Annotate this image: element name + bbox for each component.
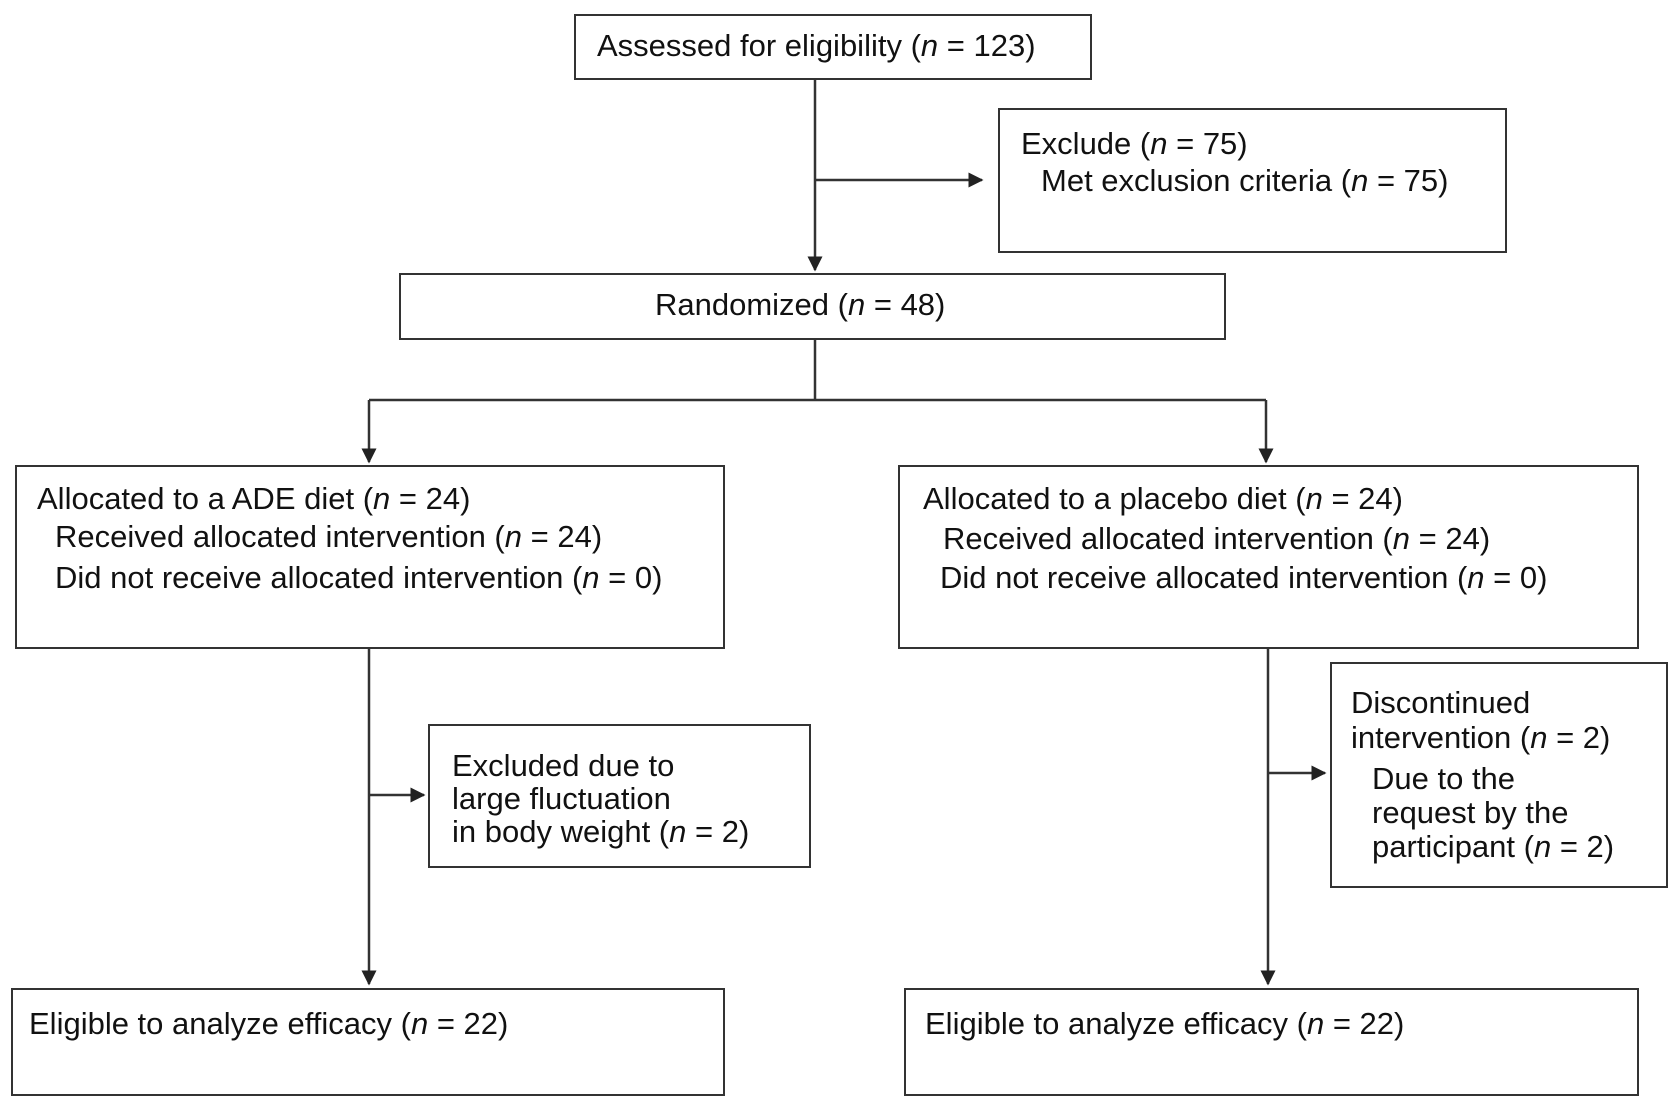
placebo-discontinued-line4: request by the — [1372, 795, 1569, 830]
ade-excluded-line2: large fluctuation — [452, 781, 671, 816]
placebo-discontinued-line2: intervention (n = 2) — [1351, 720, 1611, 755]
ade-excluded-line1: Excluded due to — [452, 748, 675, 783]
assessed-label: Assessed for eligibility (n = 123) — [597, 28, 1036, 63]
placebo-eligible-box — [904, 988, 1639, 1096]
placebo-discontinued-line1: Discontinued — [1351, 685, 1531, 720]
randomized-label: Randomized (n = 48) — [655, 287, 946, 322]
placebo-discontinued-line5: participant (n = 2) — [1372, 829, 1615, 864]
exclude-title: Exclude (n = 75) — [1021, 126, 1248, 161]
ade-received-label: Received allocated intervention (n = 24) — [55, 519, 603, 554]
ade-not-received-label: Did not receive allocated intervention (… — [55, 560, 663, 595]
placebo-discontinued-line3: Due to the — [1372, 761, 1516, 796]
placebo-eligible-label: Eligible to analyze efficacy (n = 22) — [925, 1006, 1405, 1041]
exclude-box — [998, 108, 1507, 253]
ade-eligible-box — [11, 988, 725, 1096]
ade-excluded-box — [428, 724, 811, 868]
ade-eligible-label: Eligible to analyze efficacy (n = 22) — [29, 1006, 509, 1041]
placebo-discontinued-box — [1330, 662, 1668, 888]
ade-allocation-box — [15, 465, 725, 649]
exclude-reason: Met exclusion criteria (n = 75) — [1041, 163, 1449, 198]
placebo-allocated-label: Allocated to a placebo diet (n = 24) — [923, 481, 1403, 516]
randomized-box — [399, 273, 1226, 340]
placebo-allocation-box — [898, 465, 1639, 649]
placebo-received-label: Received allocated intervention (n = 24) — [943, 521, 1491, 556]
ade-excluded-line3: in body weight (n = 2) — [452, 814, 750, 849]
placebo-not-received-label: Did not receive allocated intervention (… — [940, 560, 1548, 595]
assessed-box — [574, 14, 1092, 80]
ade-allocated-label: Allocated to a ADE diet (n = 24) — [37, 481, 471, 516]
